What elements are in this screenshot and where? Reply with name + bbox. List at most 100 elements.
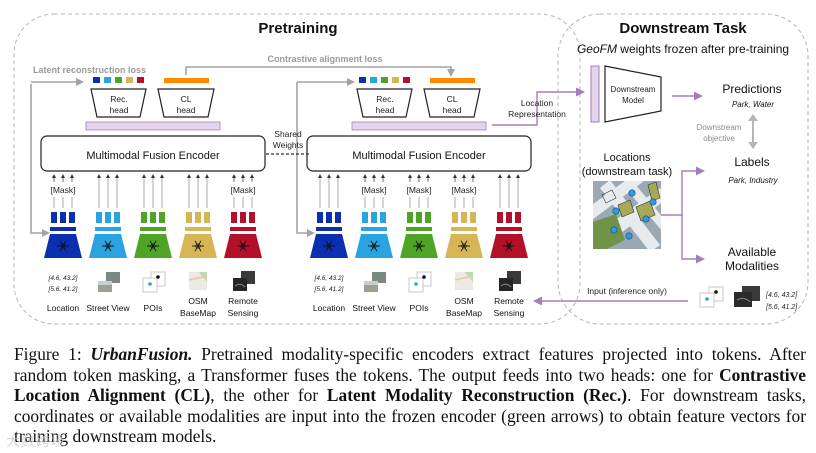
mask-label: [Mask] [406,185,431,195]
downstream-coordinate-2: [5.6, 41.2] [765,304,798,311]
modality-token [195,212,201,223]
shared-weights: Shared Weights [266,129,309,155]
rec-output-token [93,77,100,83]
modality-encoder-location: [Mask]Location[4.6, 43.2][5.6, 41.2] [44,174,82,313]
rec-head-label: head [110,105,129,115]
coordinates-icon: [4.6, 43.2][5.6, 41.2] [48,275,78,293]
snowflake-icon [147,240,159,252]
modality-token [416,212,422,223]
modality-encoder-pois: [Mask]POIs [400,174,438,313]
encoder-label: Multimodal Fusion Encoder [352,150,486,162]
svg-text:Weights: Weights [273,140,304,150]
downstream-title: Downstream Task [619,20,747,37]
modality-token [317,212,323,223]
modality-token [461,212,467,223]
modality-token [362,212,368,223]
modality-token [240,212,246,223]
projection-bar [316,227,342,231]
projection-bar [361,227,387,231]
available-modalities-sublabel: Modalities [725,259,779,273]
rec-head-label: Rec. [376,94,393,104]
map-to-labels-arrows [661,166,705,264]
urbanfusion-diagram: Pretraining Downstream Task GeoFM weight… [13,13,809,325]
modality-token [497,212,503,223]
coordinate-text: [5.6, 41.2] [314,286,344,293]
rec-output-token [359,77,366,83]
inference-input-arrow: Input (inference only) [533,286,688,306]
cl-head-label: head [443,105,462,115]
basemap-icon [454,272,474,290]
street-view-icon [98,272,120,292]
multimodal-fusion-encoder [40,135,266,172]
modality-label: BaseMap [446,308,482,318]
rec-output-token [392,77,399,83]
cl-head [157,88,215,118]
modality-label: Street View [352,303,396,313]
downstream-coordinate-1: [4.6, 43.2] [765,292,798,299]
modality-token [470,212,476,223]
svg-text:Model: Model [622,96,644,105]
labels-values: Park, Industry [728,176,778,185]
watermark: 大数跨境 [6,434,66,450]
modality-token [69,212,75,223]
modality-token [150,212,156,223]
cl-head-label: CL [181,94,192,104]
pretraining-panel [13,13,581,325]
location-representation-link: Location Representation [492,87,585,126]
encoder-label: Multimodal Fusion Encoder [86,150,220,162]
modality-token [335,212,341,223]
downstream-objective-arrow: Downstream objective [697,114,758,149]
locations-label: Locations [603,152,651,164]
modality-encoder-pois: POIs [134,174,172,313]
modality-token [96,212,102,223]
modality-label: POIs [144,303,163,313]
modality-token [425,212,431,223]
cl-output-token [430,78,475,83]
locations-sublabel: (downstream task) [582,166,672,178]
caption-text-1: Pretrained modality-specific encoders ex… [14,344,806,385]
projection-bar [50,227,76,231]
caption-text-3: . For downstream tasks, coordinates or a… [14,385,806,447]
svg-text:Input (inference only): Input (inference only) [587,286,667,296]
modality-token [60,212,66,223]
fused-representation-bar [351,121,487,131]
snowflake-icon [237,240,249,252]
predictions-label: Predictions [722,82,781,96]
snowflake-icon [192,240,204,252]
rec-output-token [115,77,122,83]
rec-output-token [370,77,377,83]
modality-encoder-location: Location [4.6, 43.2] [5.6, 41.2] [310,174,348,313]
satellite-icon [233,271,255,291]
projection-bar [406,227,432,231]
latent-loss-arrow-left [30,78,84,237]
modality-token [51,212,57,223]
coordinate-text: [4.6, 43.2] [314,275,344,282]
figure-caption: Figure 1: UrbanFusion. Pretrained modali… [14,344,806,447]
projection-bar [496,227,522,231]
modality-label: OSM [454,296,473,306]
projection-bar [95,227,121,231]
coordinates-icon: [4.6, 43.2] [5.6, 41.2] [314,275,344,293]
svg-text:Downstream: Downstream [697,123,742,132]
modality-label: Location [313,303,345,313]
modality-token [452,212,458,223]
downstream-model [604,65,662,123]
modality-token [371,212,377,223]
snowflake-icon [503,240,515,252]
rec-output-token [137,77,144,83]
svg-text:Location: Location [521,98,553,108]
contrastive-loss-arrow: Contrastive alignment loss [185,54,455,77]
modality-token [114,212,120,223]
snowflake-icon [413,240,425,252]
locations-map-icon [593,181,661,249]
cl-head-label: head [177,105,196,115]
modality-token [515,212,521,223]
rec-output-token [104,77,111,83]
mask-label: [Mask] [230,185,255,195]
basemap-icon [188,272,208,290]
caption-model-name: UrbanFusion. [90,344,193,364]
poi-icon [408,271,432,293]
svg-text:Downstream: Downstream [611,85,656,94]
